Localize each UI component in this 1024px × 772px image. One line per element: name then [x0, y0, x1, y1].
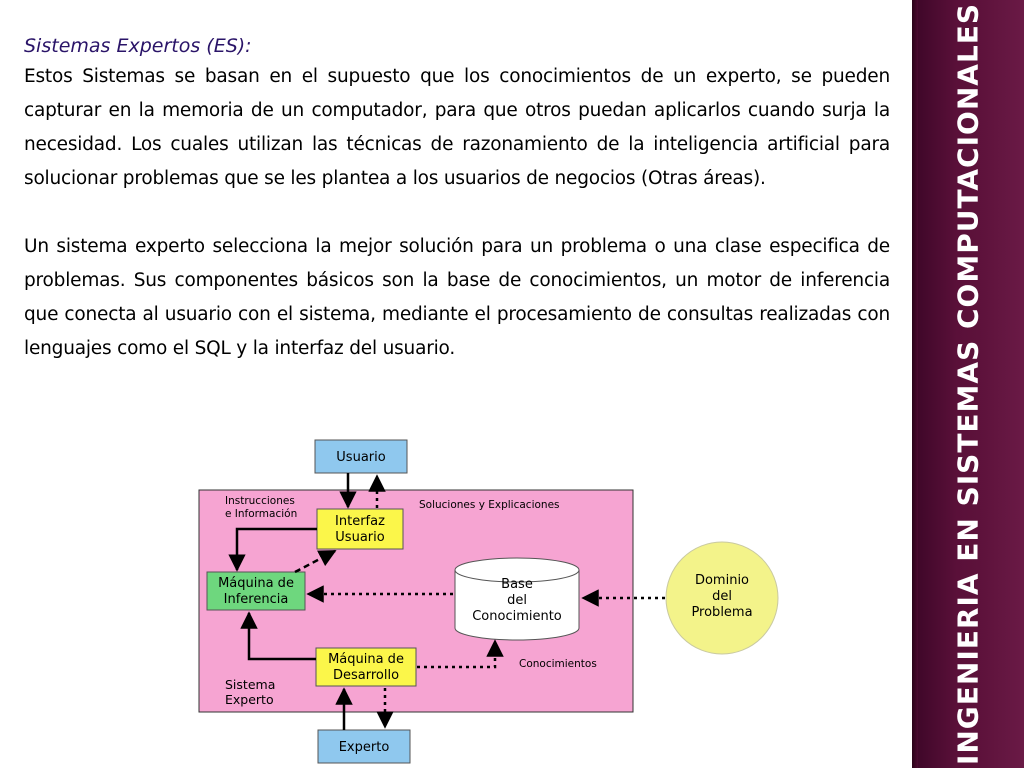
- instrucciones-label-2: e Información: [225, 508, 297, 520]
- base-label-1: Base: [501, 577, 533, 592]
- sidebar-band: [912, 0, 1024, 768]
- paragraph-2: Un sistema experto selecciona la mejor s…: [24, 236, 890, 359]
- interfaz-label-1: Interfaz: [335, 514, 385, 529]
- desarrollo-label-2: Desarrollo: [333, 668, 399, 683]
- inferencia-label-2: Inferencia: [224, 592, 289, 607]
- maquina-desarrollo-box: [315, 647, 417, 687]
- paragraph-1: Estos Sistemas se basan en el supuesto q…: [24, 66, 890, 189]
- expert-system-diagram: Usuario Experto Instrucciones e Informac…: [195, 438, 785, 768]
- section-heading: Sistemas Expertos (ES):: [24, 35, 252, 57]
- inferencia-label-1: Máquina de: [218, 576, 294, 591]
- usuario-box: [314, 439, 408, 474]
- base-conocimiento-cylinder: [454, 570, 580, 641]
- arrow-inferencia-to-interfaz: [294, 549, 337, 574]
- dominio-label-2: del: [712, 589, 732, 604]
- arrow-desarrollo-to-inferencia: [240, 611, 316, 661]
- soluciones-label: Soluciones y Explicaciones: [419, 499, 560, 511]
- sistema-label-1: Sistema: [225, 677, 275, 692]
- sidebar-title: INGENIERIA EN SISTEMAS COMPUTACIONALES: [951, 2, 985, 766]
- interfaz-usuario-box: [316, 508, 404, 550]
- dominio-problema-circle: [665, 541, 779, 655]
- usuario-label: Usuario: [336, 450, 385, 465]
- sidebar-edge: [912, 0, 918, 768]
- base-label-2: del: [507, 593, 527, 608]
- experto-box: [317, 729, 411, 764]
- interfaz-label-2: Usuario: [335, 530, 384, 545]
- dominio-label-3: Problema: [691, 605, 752, 620]
- base-conocimiento-top: [454, 557, 580, 583]
- arrow-interfaz-to-inferencia: [228, 527, 317, 572]
- conocimientos-label: Conocimientos: [519, 658, 597, 670]
- desarrollo-label-1: Máquina de: [328, 652, 404, 667]
- sistema-label-2: Experto: [225, 692, 274, 707]
- main-content: Sistemas Expertos (ES): Estos Sistemas s…: [24, 32, 890, 366]
- maquina-inferencia-box: [206, 571, 306, 611]
- diagram-svg: Usuario Experto Instrucciones e Informac…: [198, 439, 779, 764]
- arrow-desarrollo-to-base: [417, 639, 504, 669]
- base-label-3: Conocimiento: [472, 609, 562, 624]
- dominio-label-1: Dominio: [695, 573, 749, 588]
- experto-label: Experto: [339, 740, 390, 755]
- instrucciones-label-1: Instrucciones: [225, 495, 295, 507]
